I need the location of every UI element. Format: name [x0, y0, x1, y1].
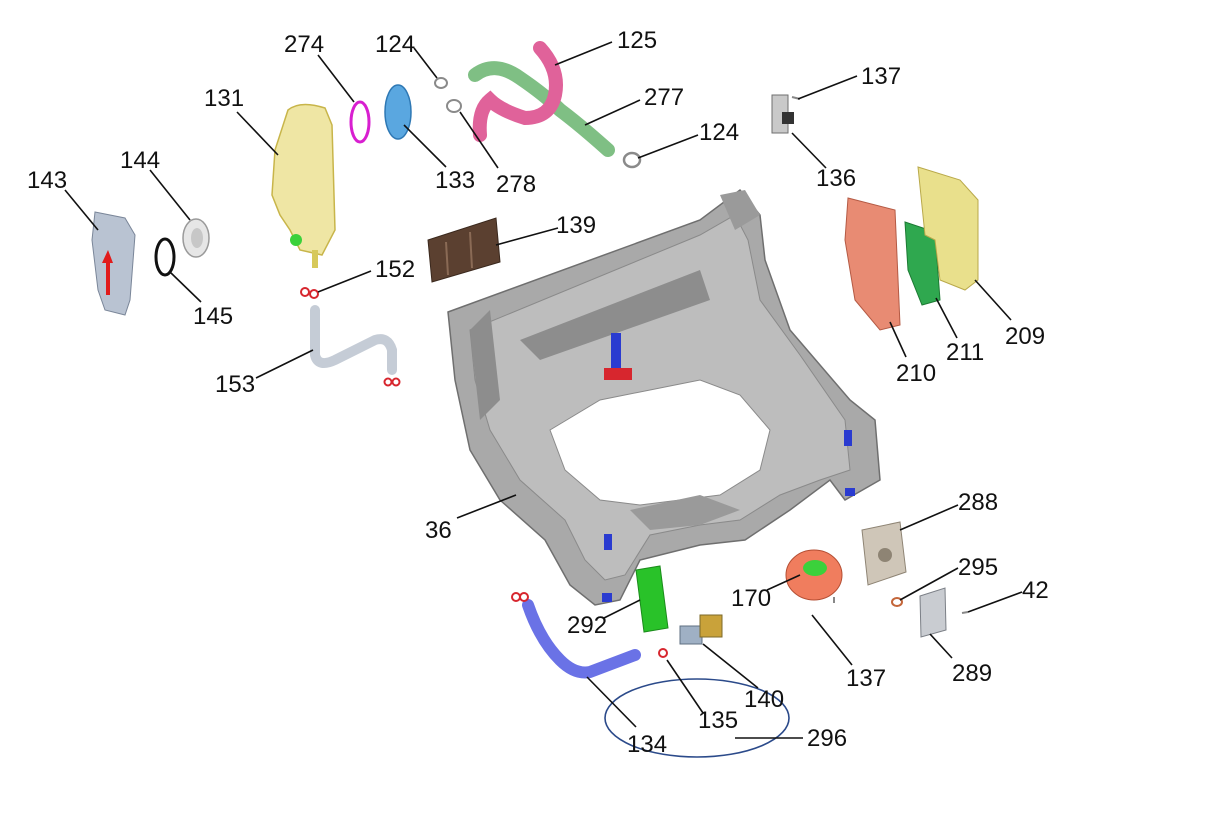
label-124-right: 124 — [699, 119, 739, 146]
label-170: 170 — [731, 585, 771, 612]
hose-part-125 — [472, 41, 563, 142]
clip-part-134-end — [511, 592, 529, 602]
label-289: 289 — [952, 660, 992, 687]
label-152: 152 — [375, 256, 415, 283]
part-292 — [635, 565, 669, 633]
hose-part-277 — [468, 61, 615, 157]
label-211: 211 — [946, 339, 984, 366]
label-136: 136 — [816, 165, 856, 192]
label-210: 210 — [896, 360, 936, 387]
base-frame-part-36 — [447, 188, 881, 606]
label-288: 288 — [958, 489, 998, 516]
screw-part-42 — [961, 611, 969, 614]
label-278: 278 — [496, 171, 536, 198]
hose-part-153 — [310, 305, 397, 375]
part-288 — [861, 521, 907, 586]
part-209 — [917, 166, 979, 291]
valve-part-140 — [679, 614, 723, 645]
plate-part-289 — [919, 587, 947, 638]
hose-part-134 — [522, 599, 641, 679]
oring-part-145 — [154, 237, 176, 277]
disc-part-133 — [384, 84, 412, 140]
label-292: 292 — [567, 612, 607, 639]
clamp-part-278 — [446, 99, 462, 113]
part-labels: 143 144 145 131 274 124 133 278 125 277 … — [27, 27, 1049, 758]
label-144: 144 — [120, 147, 160, 174]
kit-ellipse-296 — [604, 678, 790, 758]
part-143 — [91, 211, 136, 316]
clip-part-135 — [658, 648, 668, 658]
part-131 — [271, 103, 336, 268]
label-209: 209 — [1005, 323, 1045, 350]
label-133: 133 — [435, 167, 475, 194]
part-170 — [785, 549, 843, 601]
part-139 — [427, 217, 501, 283]
part-144 — [182, 218, 210, 258]
label-125: 125 — [617, 27, 657, 54]
label-137-bottom: 137 — [846, 665, 886, 692]
label-131: 131 — [204, 85, 244, 112]
label-42: 42 — [1022, 577, 1049, 604]
label-145: 145 — [193, 303, 233, 330]
label-143: 143 — [27, 167, 67, 194]
label-295: 295 — [958, 554, 998, 581]
label-135: 135 — [698, 707, 738, 734]
label-36: 36 — [425, 517, 452, 544]
clip-part-153-end — [383, 377, 401, 387]
label-139: 139 — [556, 212, 596, 239]
label-137-top: 137 — [861, 63, 901, 90]
label-140: 140 — [744, 686, 784, 713]
clamp-part-124b — [622, 151, 642, 169]
label-124-top: 124 — [375, 31, 415, 58]
leader-lines — [64, 41, 1023, 739]
ring-part-295 — [891, 597, 903, 607]
label-134: 134 — [627, 731, 667, 758]
label-277: 277 — [644, 84, 684, 111]
label-296: 296 — [807, 725, 847, 752]
clip-part-152 — [300, 287, 319, 299]
ring-part-274 — [349, 100, 371, 144]
label-153: 153 — [215, 371, 255, 398]
label-274: 274 — [284, 31, 324, 58]
clamp-part-124a — [434, 77, 448, 89]
part-136 — [771, 94, 794, 134]
part-210 — [844, 197, 901, 331]
